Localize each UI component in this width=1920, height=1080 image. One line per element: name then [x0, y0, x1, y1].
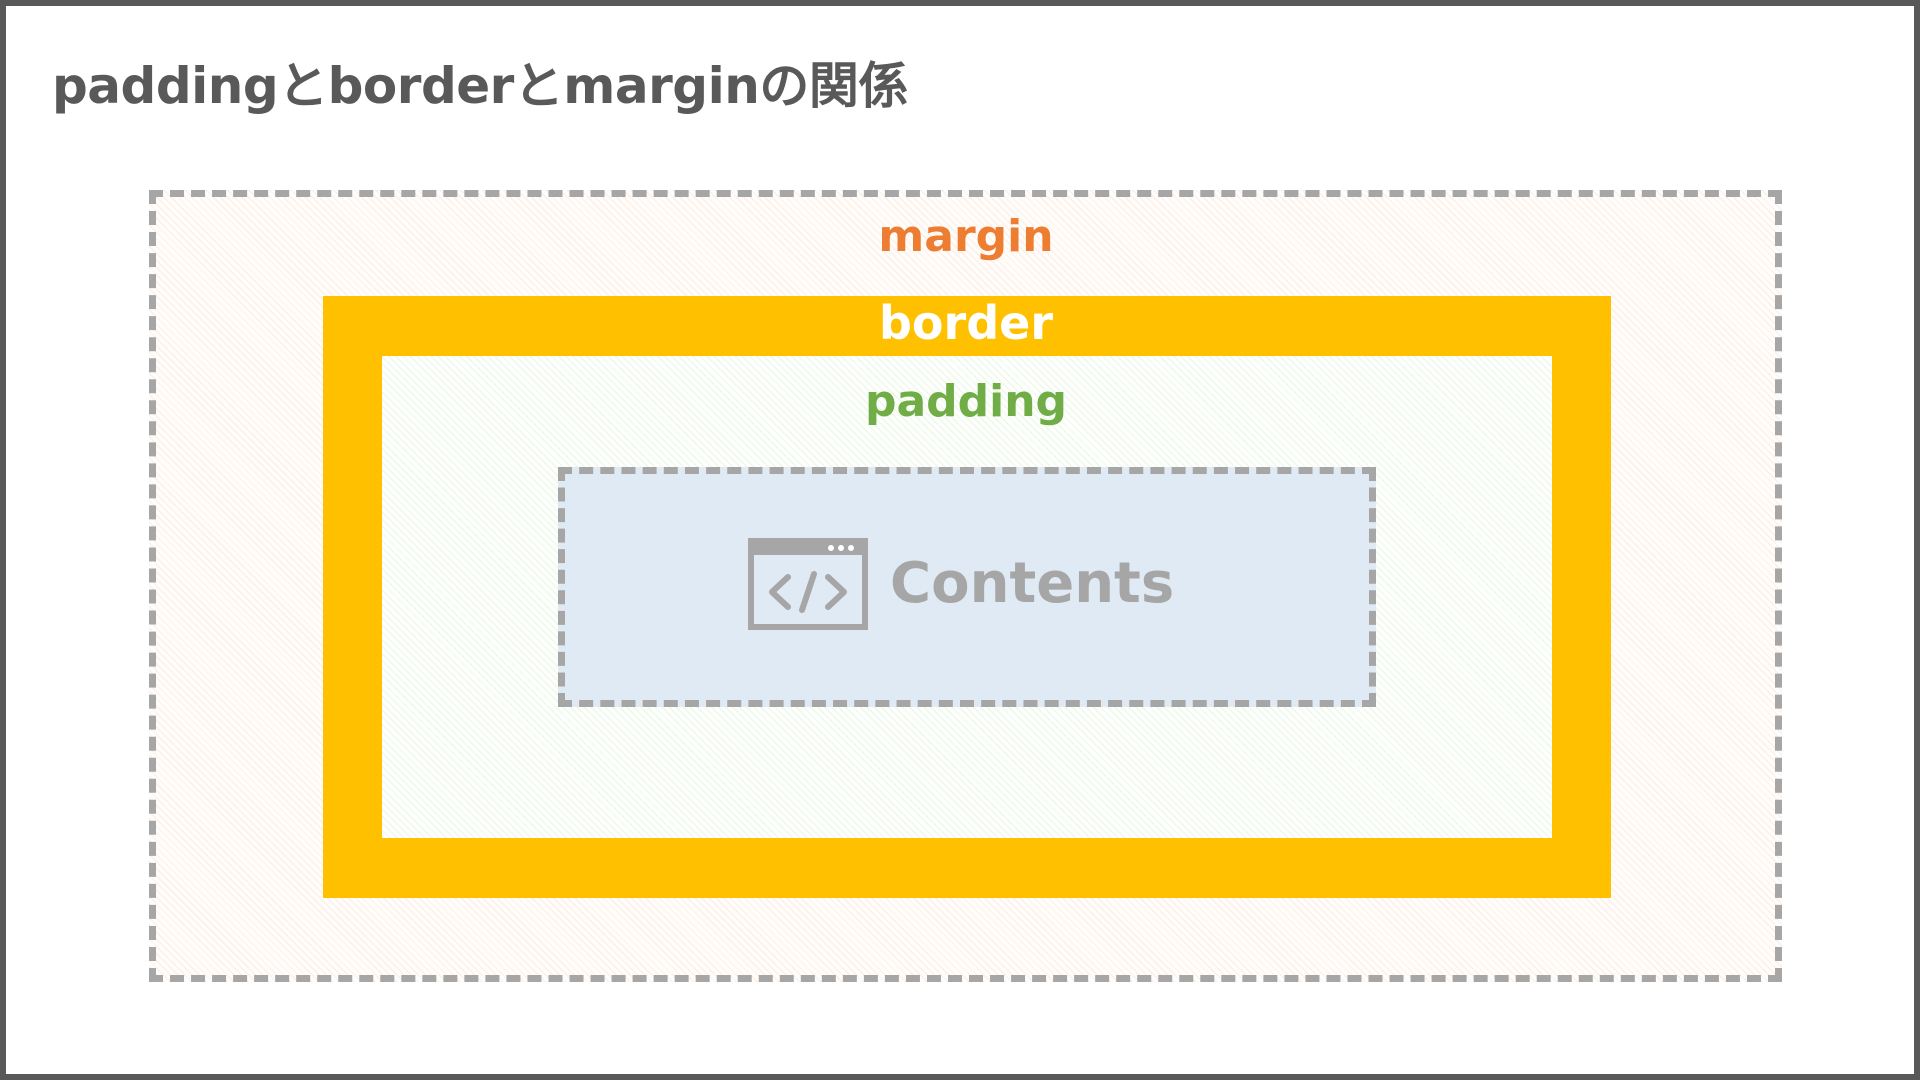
padding-label: padding — [864, 376, 1068, 427]
content-area — [558, 467, 1376, 707]
margin-label: margin — [878, 211, 1054, 262]
page-title: paddingとborderとmarginの関係 — [52, 57, 908, 115]
code-window-icon — [748, 538, 868, 630]
border-label: border — [878, 296, 1054, 350]
contents-label: Contents — [890, 551, 1175, 616]
